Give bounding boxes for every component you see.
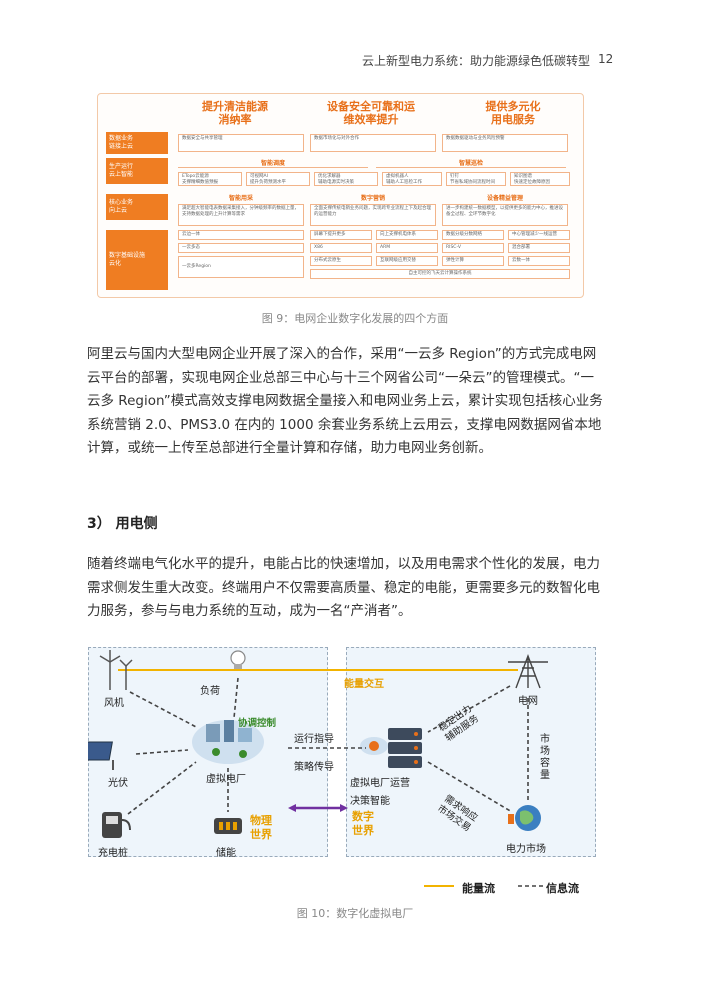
f9-box: 弹性计算 xyxy=(442,256,504,266)
digital-world-pane xyxy=(346,647,596,857)
f9-box: 全面支撑传统电销业务问题，实现跨专业流程上下及起合理的运营能力 xyxy=(310,204,436,226)
f9-box: 知识图谱 快速定位故障原因 xyxy=(510,172,570,186)
f9-box: 向上支撑机电体系 xyxy=(376,230,438,240)
label-run-guide: 运行指导 xyxy=(294,734,334,745)
divider xyxy=(376,167,566,168)
label-strategy: 策略传导 xyxy=(294,762,334,773)
transmission-tower-icon xyxy=(508,654,548,689)
f9-row-label-4: 数字基础设施 云化 xyxy=(106,230,168,290)
label-vpp-ops: 虚拟电厂运营 xyxy=(350,778,410,789)
figure-10-diagram xyxy=(88,650,548,887)
label-coord: 协调控制 xyxy=(238,718,277,729)
f9-title: 设备精益管理 xyxy=(486,195,523,202)
f9-box: 分布式云原生 xyxy=(310,256,372,266)
header-title: 云上新型电力系统：助力能源绿色低碳转型 xyxy=(362,54,591,68)
f9-title: 智能用采 xyxy=(228,195,253,202)
server-icon xyxy=(360,728,422,768)
f9-row-label-2: 生产运行 云上智能 xyxy=(106,158,168,184)
f9-box: 一云多Region xyxy=(178,256,304,278)
f9-box: 屏幕下提升更多 xyxy=(310,230,372,240)
legend-energy-label: 能量流 xyxy=(462,882,495,895)
paragraph-2: 随着终端电气化水平的提升，电能占比的快速增加，以及用电需求个性化的发展，电力需求… xyxy=(87,556,600,619)
f9-box: 数据市场化与对外合作 xyxy=(310,134,436,152)
label-physical: 物理 世界 xyxy=(250,814,272,841)
f9-row-label-3: 核心业务 向上云 xyxy=(106,194,168,220)
label-solar: 光伏 xyxy=(108,778,128,789)
f9-box: 数据安全与共享管理 xyxy=(178,134,304,152)
f9-box: 数据分级分数网络 xyxy=(442,230,504,240)
f9-title: 智慧巡检 xyxy=(458,160,483,167)
f9-box: 优化求解器 辅助电源实时决策 xyxy=(314,172,378,186)
f9-header-3: 提供多元化 用电服务 xyxy=(485,100,541,126)
f9-box: ETopo云能源 支撑精细数值预报 xyxy=(178,172,242,186)
legend-info-label: 信息流 xyxy=(546,882,579,895)
divider xyxy=(178,167,368,168)
f9-box: 进一步构建统一数据模型，以提供更多的能力中心，推进设备全过程、全环节数字化 xyxy=(442,204,568,226)
globe-icon xyxy=(508,805,541,831)
label-grid: 电网 xyxy=(518,696,538,707)
section-heading: 3） 用电侧 xyxy=(87,516,158,532)
label-load: 负荷 xyxy=(200,686,220,697)
solar-panel-icon xyxy=(88,741,114,770)
label-market-cap: 市 场 容 量 xyxy=(540,734,550,781)
f9-title: 智能调度 xyxy=(260,160,285,167)
info-flow-arrows xyxy=(127,677,529,815)
label-decision: 决策智能 xyxy=(350,796,390,807)
f9-box: 一云多态 xyxy=(178,243,304,253)
f9-box: 云边一体 xyxy=(178,230,304,240)
label-storage: 储能 xyxy=(216,848,236,859)
f9-box: 互联网级应用交替 xyxy=(376,256,438,266)
f9-box: 中心管理减少一线运营 xyxy=(508,230,570,240)
battery-icon xyxy=(214,818,242,834)
figure-9: 提升清洁能源 消纳率 设备安全可靠和运 维效率提升 提供多元化 用电服务 数据业… xyxy=(97,93,584,298)
virtual-power-plant-icon xyxy=(192,720,264,764)
f9-box: 混合部署 xyxy=(508,243,570,253)
label-wind: 风机 xyxy=(104,698,124,709)
label-market: 电力市场 xyxy=(506,844,546,855)
f9-box: 钉钉 节省私域协同流程时间 xyxy=(446,172,506,186)
figure-10-caption: 图 10：数字化虚拟电厂 xyxy=(296,907,414,920)
charger-icon xyxy=(102,812,131,838)
f9-box: 自主可控的飞天云计算操作系统 xyxy=(310,269,570,279)
page-number: 12 xyxy=(598,52,614,66)
wind-turbine-icon xyxy=(99,650,133,690)
f9-box: 云数一体 xyxy=(508,256,570,266)
label-vpp: 虚拟电厂 xyxy=(206,774,246,785)
f9-box: X86 xyxy=(310,243,372,253)
f9-box: 满足超大智能电表数据采集接入，分钟级频率的数据上量，支持数据处理的上升计算等需求 xyxy=(178,204,304,226)
label-energy-exchange: 能量交互 xyxy=(344,679,384,690)
f9-box: 可视网AI 提升负荷预测水平 xyxy=(246,172,310,186)
f9-box: ARM xyxy=(376,243,438,253)
f9-header-1: 提升清洁能源 消纳率 xyxy=(202,100,268,126)
paragraph-1: 阿里云与国内大型电网企业开展了深入的合作，采用“一云多 Region”的方式完成… xyxy=(87,346,603,456)
f9-row-label-1: 数据业务 链接上云 xyxy=(106,132,168,154)
figure-9-caption: 图 9：电网企业数字化发展的四个方面 xyxy=(261,312,449,325)
f9-header-2: 设备安全可靠和运 维效率提升 xyxy=(327,100,415,126)
f9-box: 虚拟机器人 辅助人工巡检工作 xyxy=(382,172,442,186)
f9-title: 数字营销 xyxy=(360,195,385,202)
figure-10: 风机 负荷 协调控制 光伏 虚拟电厂 充电桩 储能 物理 世界 运行指导 策略传… xyxy=(88,642,598,902)
label-charger: 充电桩 xyxy=(98,848,128,859)
f9-box: 数据数据驱动与业务风险预警 xyxy=(442,134,568,152)
bulb-icon xyxy=(230,650,246,669)
label-digital: 数字 世界 xyxy=(352,810,374,837)
f9-box: RISC-V xyxy=(442,243,504,253)
